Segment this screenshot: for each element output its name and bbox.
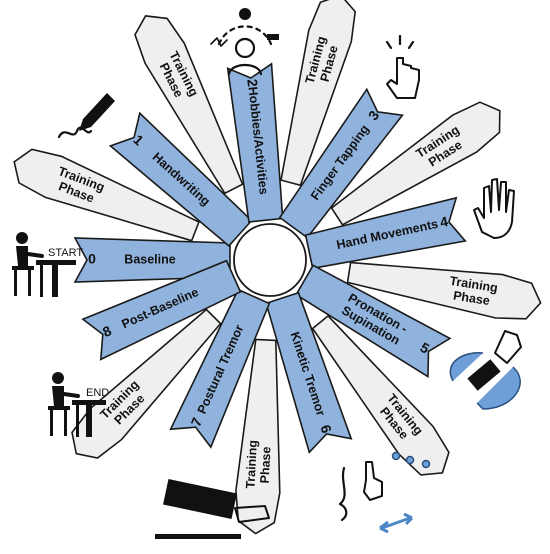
- desk-start-icon: START: [12, 232, 83, 297]
- outstretched-arm-icon: [155, 479, 270, 539]
- training-segment-shape: [311, 314, 450, 476]
- training-segment-shape: [330, 101, 501, 226]
- wheel-hub: [233, 223, 307, 297]
- open-hand-icon: [473, 178, 515, 239]
- task-label: Baseline: [124, 252, 175, 266]
- training-segment-shape: [71, 308, 222, 459]
- task-segment-shape: [265, 291, 353, 454]
- training-phase-label: Training: [243, 440, 260, 489]
- rotating-hand-icon: [449, 330, 522, 410]
- start-label: START: [48, 247, 83, 259]
- training-phase-label: Phase: [258, 446, 274, 484]
- task-number: 2: [244, 78, 261, 88]
- task-segment-shape: [81, 259, 242, 361]
- task-segment-shape: [73, 237, 231, 283]
- training-segment-shape: [346, 261, 542, 320]
- end-label: END: [86, 387, 109, 399]
- training-phase-label: Phase: [452, 289, 491, 309]
- task-segment-0: Baseline 0: [73, 237, 231, 283]
- task-number: 0: [88, 251, 96, 267]
- training-segment-shape: [235, 338, 281, 535]
- finger-to-nose-icon: [338, 451, 431, 534]
- task-segment-shape: [295, 264, 452, 379]
- task-segment-shape: [278, 87, 404, 239]
- desk-end-icon: END: [48, 372, 109, 437]
- training-segment-shape: [134, 15, 244, 195]
- training-segment-shape: [280, 0, 357, 187]
- task-segment-shape: [226, 62, 284, 223]
- hobbies-icon: [210, 8, 279, 76]
- pencil-icon: [57, 93, 115, 139]
- finger-tap-icon: [385, 34, 420, 99]
- task-segment-shape: [108, 111, 253, 248]
- task-segment-shape: [304, 196, 467, 270]
- task-number: 4: [438, 213, 449, 230]
- training-segment-shape: [13, 148, 200, 242]
- task-segment-shape: [169, 288, 271, 449]
